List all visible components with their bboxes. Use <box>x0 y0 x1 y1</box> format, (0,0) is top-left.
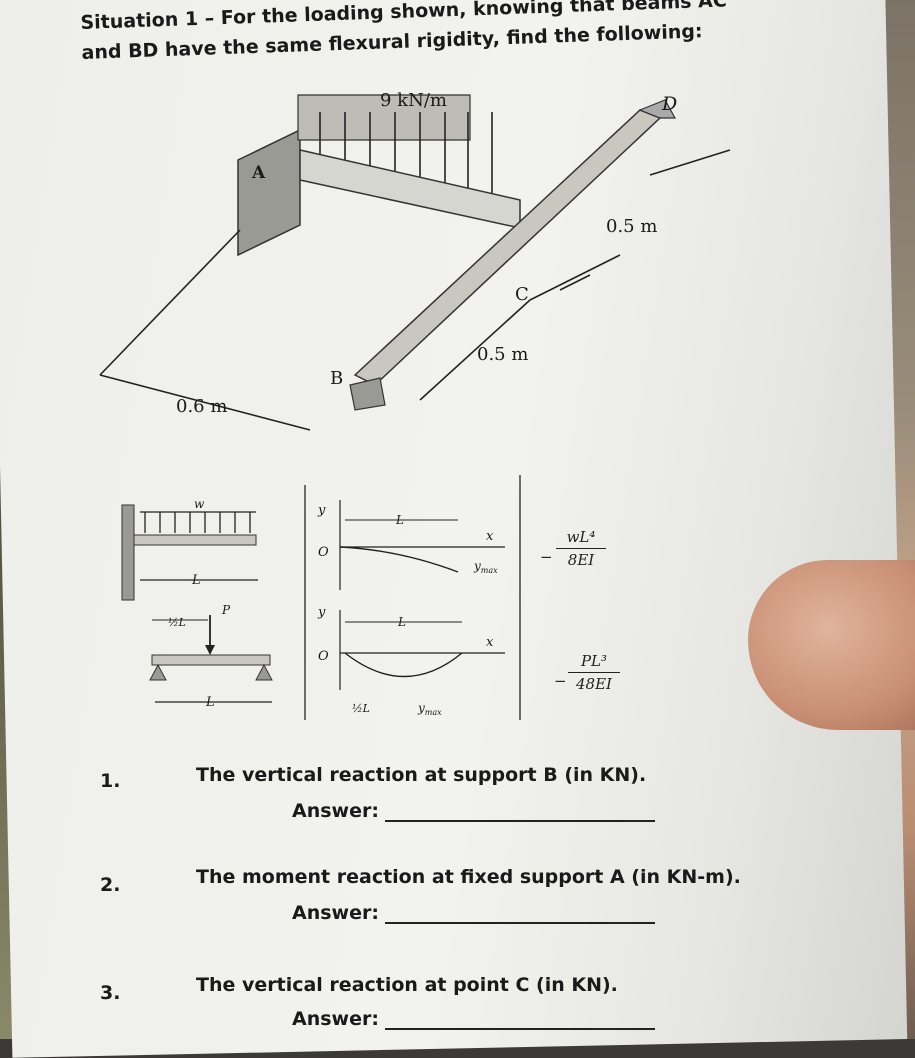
r2-load-arrowhead <box>205 645 215 655</box>
question-1-text: The vertical reaction at support B (in K… <box>196 764 647 786</box>
r1-beam <box>133 534 257 546</box>
dim-right: 0.5 m <box>606 216 657 237</box>
r2-axis-y: y <box>317 605 326 620</box>
question-3-answer[interactable]: Answer: <box>292 1008 655 1030</box>
r2-formula-denominator: 48EI <box>576 675 612 693</box>
answer-blank[interactable] <box>384 802 655 822</box>
question-1-number: 1. <box>100 770 121 792</box>
r2-support-right <box>255 663 273 681</box>
answer-label: Answer: <box>292 800 379 822</box>
r2-plot-half-label: ½L <box>352 702 370 715</box>
r1-sign: − <box>540 548 553 566</box>
wall-a <box>237 128 301 257</box>
r1-formula: wL⁴ 8EI <box>556 528 606 569</box>
r1-wall <box>121 504 135 601</box>
r2-span-label: L <box>205 695 215 710</box>
question-2-answer[interactable]: Answer: <box>292 902 655 924</box>
r1-axis-x: x <box>486 529 494 544</box>
r1-origin: O <box>318 545 329 560</box>
r2-beam <box>151 654 271 666</box>
answer-blank[interactable] <box>384 904 655 924</box>
r1-axis-y: y <box>317 503 326 518</box>
r1-load-label: w <box>194 497 205 511</box>
table-dividers <box>304 475 521 720</box>
question-2-number: 2. <box>100 874 121 896</box>
r1-load-arrows <box>140 511 256 533</box>
label-b: B <box>330 368 343 389</box>
load-label: 9 kN/m <box>380 90 447 111</box>
label-d: D <box>661 93 677 115</box>
r1-span-label: L <box>191 573 201 588</box>
r1-deflection-curve <box>339 546 459 573</box>
r2-deflection-curve <box>344 652 463 678</box>
support-b <box>349 377 386 411</box>
r2-ymax: ymax <box>417 701 442 717</box>
r2-half-label: ½L <box>168 616 186 629</box>
r2-load-label: P <box>221 603 231 617</box>
deflection-table: w L y O x L ymax ½L P L y O x L ½L ymax <box>121 475 521 720</box>
answer-blank[interactable] <box>384 1010 655 1030</box>
dim-left: 0.6 m <box>176 396 227 417</box>
r2-origin: O <box>318 649 329 664</box>
r2-plot-span-label: L <box>397 615 406 629</box>
dimension-lines <box>99 149 731 431</box>
r2-formula-numerator: PL³ <box>568 652 620 673</box>
dim-mid: 0.5 m <box>477 344 528 365</box>
answer-label: Answer: <box>292 902 379 924</box>
r1-ymax: ymax <box>473 559 498 575</box>
label-a: A <box>251 163 266 183</box>
question-3-text: The vertical reaction at point C (in KN)… <box>196 974 618 996</box>
r2-support-left <box>149 663 167 681</box>
r1-formula-denominator: 8EI <box>567 551 595 569</box>
question-2-text: The moment reaction at fixed support A (… <box>196 866 741 888</box>
question-1-answer[interactable]: Answer: <box>292 800 655 822</box>
r2-formula: PL³ 48EI <box>568 652 620 693</box>
r2-sign: − <box>554 672 567 690</box>
question-3-number: 3. <box>100 982 121 1004</box>
thumb <box>748 560 915 730</box>
answer-label: Answer: <box>292 1008 379 1030</box>
beam-figure: 9 kN/m A B C D 0.6 m 0.5 m 0.5 m <box>99 90 731 431</box>
label-c: C <box>515 284 529 305</box>
r2-axis-x: x <box>486 635 494 650</box>
r1-plot-span-label: L <box>395 513 404 527</box>
load-block <box>297 94 471 141</box>
r1-formula-numerator: wL⁴ <box>556 528 606 549</box>
support-d <box>638 99 677 119</box>
